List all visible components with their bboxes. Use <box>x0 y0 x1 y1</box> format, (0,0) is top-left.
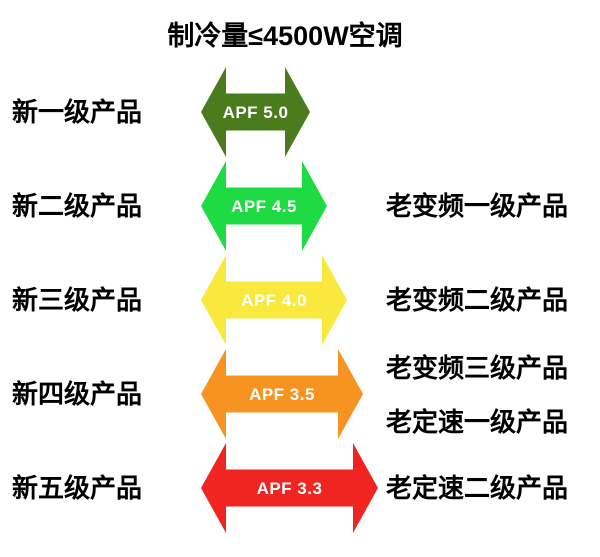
apf-range-arrow-3: APF 4.0 <box>201 255 347 345</box>
double-arrow-shape-2 <box>201 161 327 251</box>
apf-value-label-4: APF 3.5 <box>249 385 315 404</box>
new-level-label-2: 新二级产品 <box>12 191 143 221</box>
apf-value-label-2: APF 4.5 <box>231 197 297 216</box>
new-level-label-3: 新三级产品 <box>12 285 143 315</box>
apf-value-label-1: APF 5.0 <box>223 103 289 122</box>
old-level-label-4-1: 老变频三级产品 <box>386 353 569 383</box>
old-level-label-2: 老变频一级产品 <box>386 191 569 221</box>
apf-range-arrow-1: APF 5.0 <box>201 67 310 157</box>
new-level-label-4: 新四级产品 <box>12 379 143 409</box>
apf-range-arrow-2: APF 4.5 <box>201 161 327 251</box>
double-arrow-shape-5 <box>201 443 378 533</box>
old-level-label-4-2: 老定速一级产品 <box>386 407 569 437</box>
apf-value-label-3: APF 4.0 <box>241 291 307 310</box>
double-arrow-shape-1 <box>201 67 310 157</box>
apf-value-label-5: APF 3.3 <box>257 479 323 498</box>
old-level-label-3: 老变频二级产品 <box>386 285 569 315</box>
old-level-label-5: 老定速二级产品 <box>386 473 569 503</box>
new-level-label-1: 新一级产品 <box>12 97 143 127</box>
double-arrow-shape-3 <box>201 255 347 345</box>
apf-range-arrow-4: APF 3.5 <box>201 349 363 439</box>
diagram-title: 制冷量≤4500W空调 <box>167 21 403 51</box>
apf-range-arrow-5: APF 3.3 <box>201 443 378 533</box>
double-arrow-shape-4 <box>201 349 363 439</box>
new-level-label-5: 新五级产品 <box>12 473 143 503</box>
